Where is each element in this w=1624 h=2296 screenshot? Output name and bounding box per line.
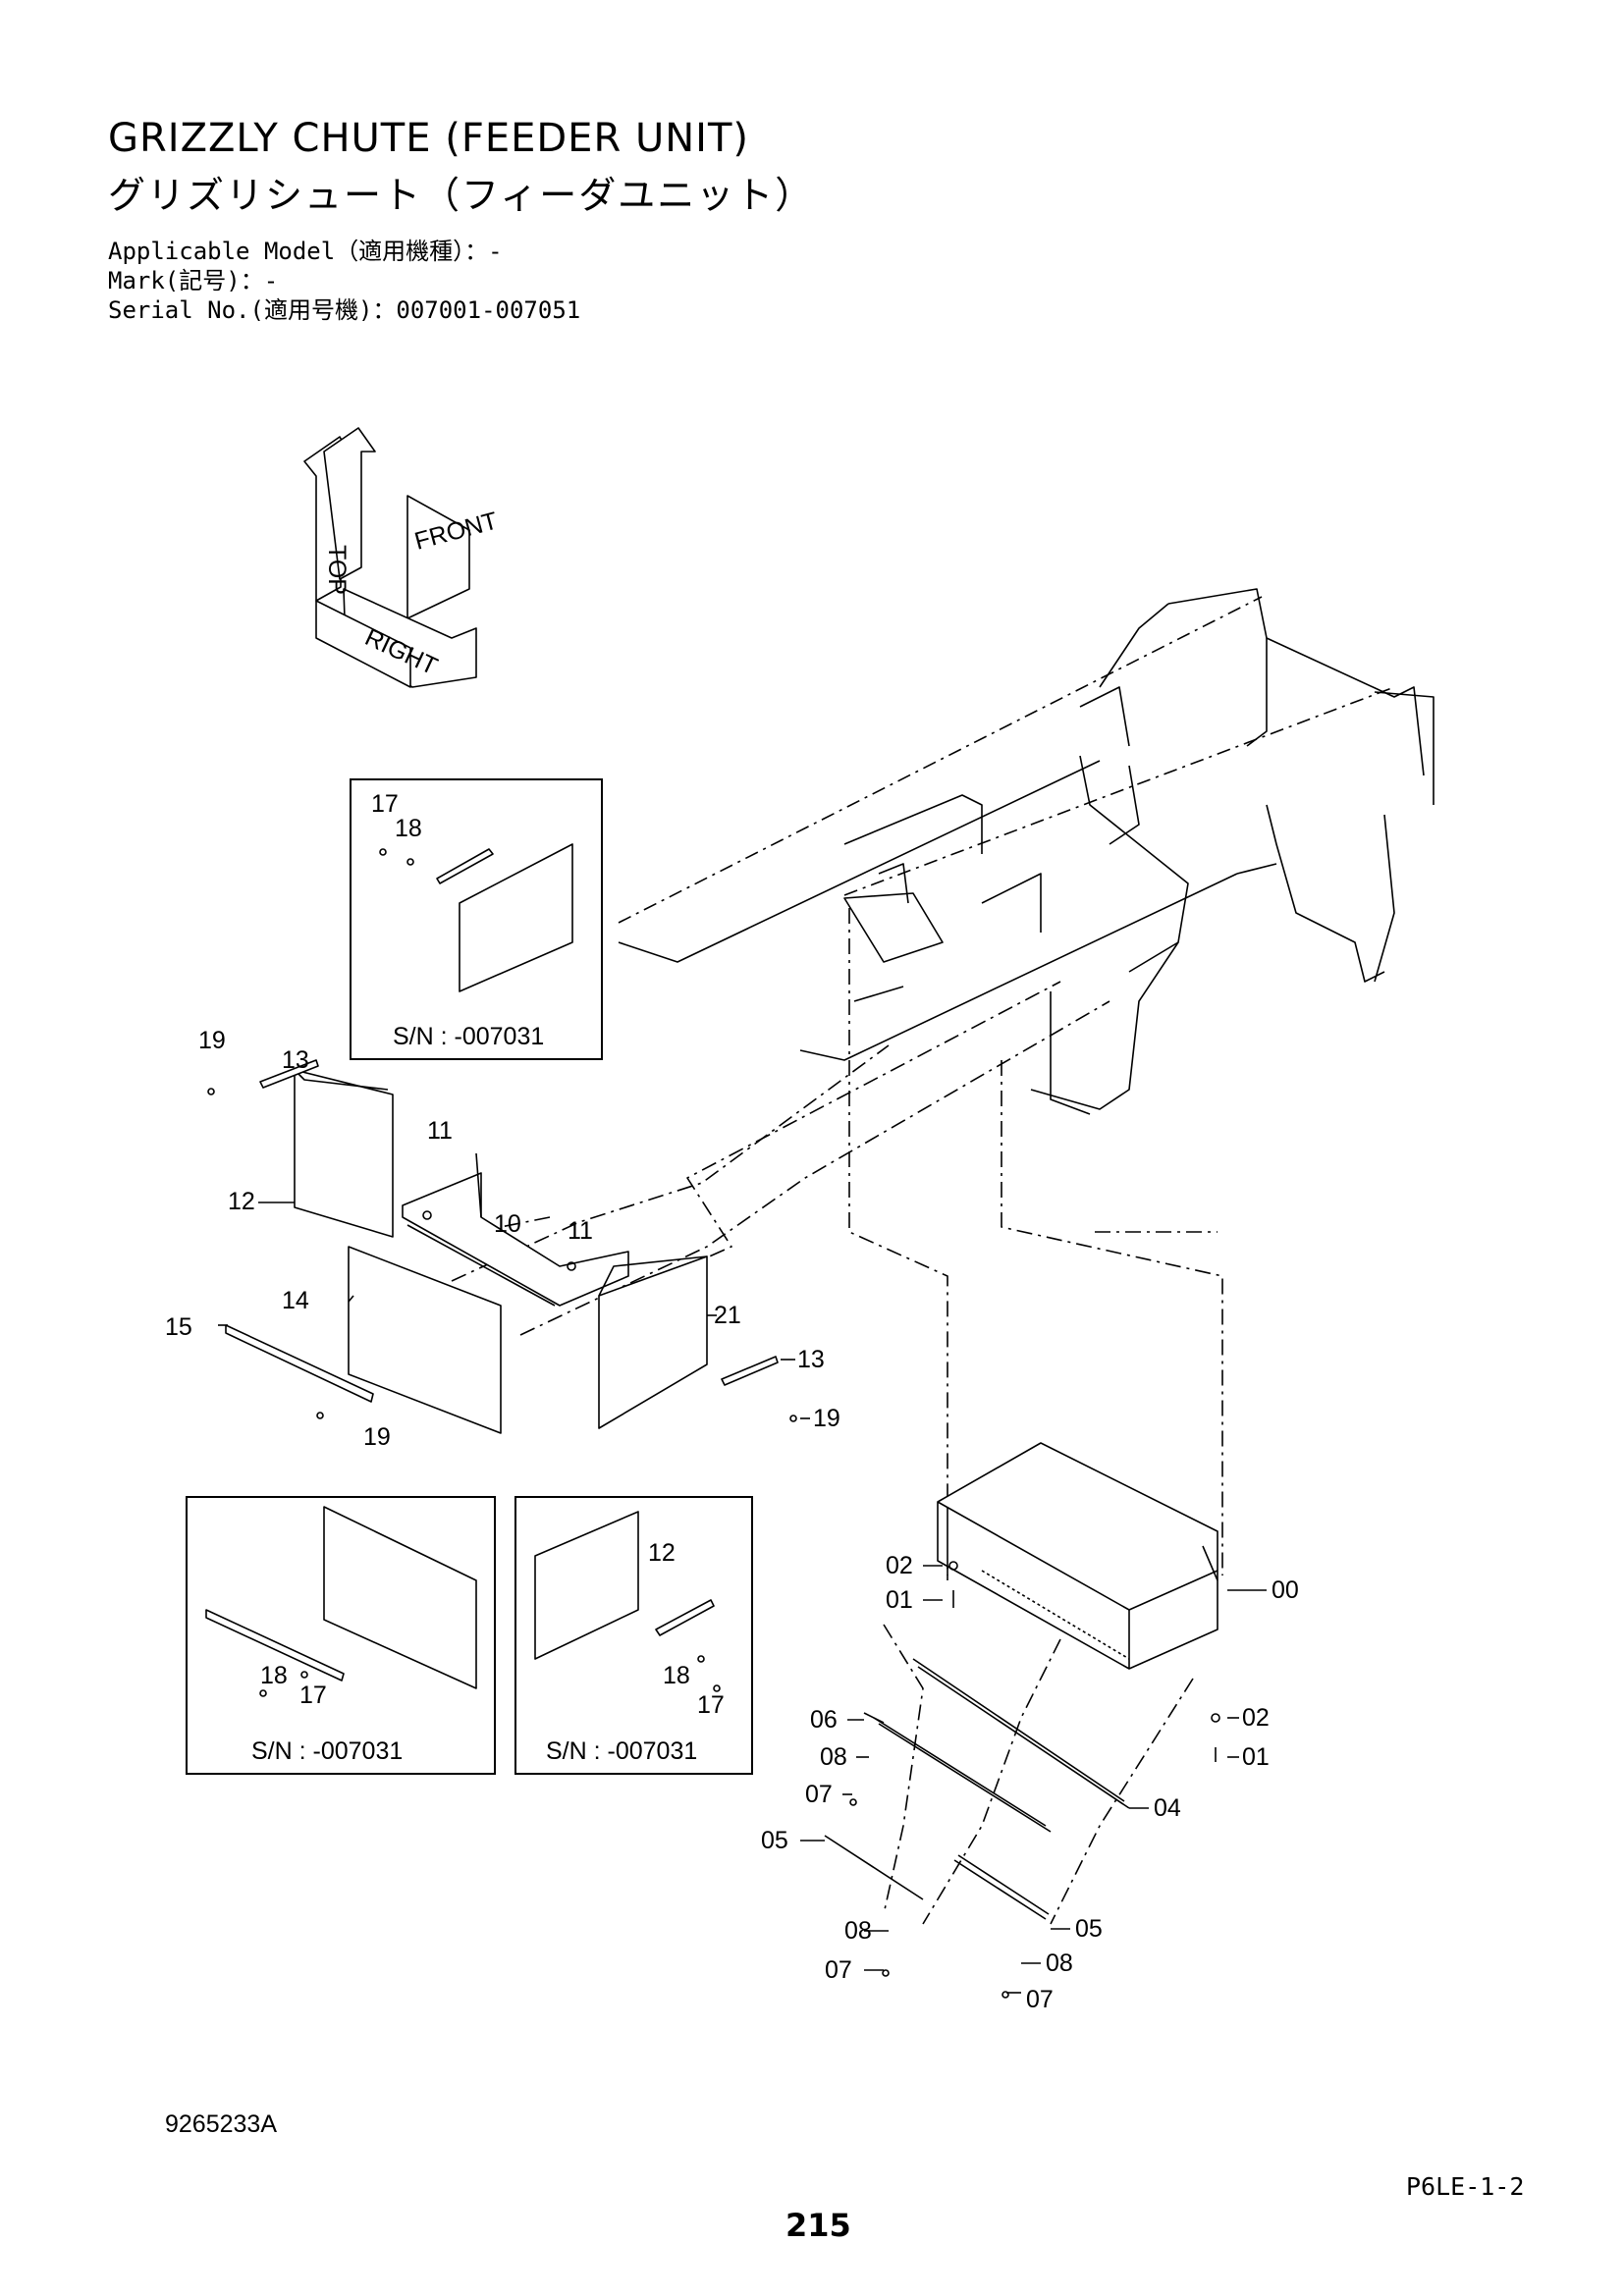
callout-08: 08 (820, 1743, 847, 1771)
callout-04: 04 (1154, 1794, 1181, 1822)
part-12-plate (294, 1069, 394, 1238)
callout-17: 17 (299, 1682, 327, 1709)
inset-lower-right-parts (534, 1511, 721, 1692)
inset-lower-left-parts (205, 1506, 477, 1697)
page-title-japanese: グリズリシュート（フィーダユニット） (108, 174, 815, 217)
part-13-strip (259, 1059, 319, 1089)
page-number: 215 (785, 2207, 851, 2244)
part-15-strip (225, 1324, 374, 1403)
callout-01: 01 (886, 1586, 913, 1614)
callout-18: 18 (395, 815, 422, 842)
callout-18: 18 (260, 1662, 288, 1689)
callout-05: 05 (1075, 1915, 1103, 1943)
callout-13: 13 (797, 1346, 825, 1373)
callout-leaders (218, 1201, 1267, 1994)
page-title: GRIZZLY CHUTE (FEEDER UNIT) (108, 116, 749, 161)
callout-12: 12 (648, 1539, 676, 1567)
callout-07: 07 (805, 1781, 833, 1808)
applicable-model: Applicable Model（適用機種）：- (108, 238, 503, 265)
inset-lower-left (186, 1496, 496, 1775)
part-00-tray (937, 1442, 1218, 1670)
part-10-bracket (402, 1152, 629, 1307)
mark: Mark(記号)：- (108, 267, 279, 294)
part-13-strip-right (721, 1356, 779, 1386)
inset-lower-right-serial-label: S/N : -007031 (546, 1737, 698, 1765)
callout-19: 19 (813, 1405, 840, 1432)
callout-11: 11 (568, 1217, 593, 1245)
callout-06: 06 (810, 1706, 838, 1734)
callout-14: 14 (282, 1287, 309, 1314)
callout-02: 02 (886, 1552, 913, 1579)
page-code: P6LE-1-2 (1406, 2172, 1525, 2201)
part-21-plate (598, 1255, 708, 1429)
orientation-top-label: TOP (323, 545, 351, 595)
callout-01: 01 (1242, 1743, 1270, 1771)
callout-17: 17 (697, 1691, 725, 1719)
callout-17: 17 (371, 790, 399, 818)
callout-15: 15 (165, 1313, 192, 1341)
callout-18: 18 (663, 1662, 690, 1689)
main-frame (618, 588, 1435, 1115)
inset-upper-serial-label: S/N : -007031 (393, 1023, 545, 1050)
callout-00: 00 (1272, 1576, 1299, 1604)
callout-11: 11 (427, 1117, 453, 1145)
inset-upper-parts (379, 843, 573, 992)
callout-07: 07 (1026, 1986, 1054, 2013)
inset-upper (350, 778, 603, 1060)
callout-08: 08 (1046, 1949, 1073, 1977)
callout-08: 08 (844, 1917, 872, 1945)
bolts (207, 1088, 1220, 1999)
callout-19: 19 (363, 1423, 391, 1451)
part-14-plate (348, 1246, 502, 1434)
callout-13: 13 (282, 1046, 309, 1074)
inset-lower-right (514, 1496, 753, 1775)
callout-19: 19 (198, 1027, 226, 1054)
callout-10: 10 (494, 1210, 521, 1238)
orientation-arrows-icon (303, 427, 477, 688)
callout-02: 02 (1242, 1704, 1270, 1732)
drawing-number: 9265233A (165, 2110, 278, 2138)
callout-21: 21 (714, 1302, 741, 1329)
grate-bars (824, 1658, 1130, 1920)
inset-lower-left-serial-label: S/N : -007031 (251, 1737, 404, 1765)
callout-05: 05 (761, 1827, 788, 1854)
callout-12: 12 (228, 1188, 255, 1215)
serial-number-range: Serial No.(適用号機)：007001-007051 (108, 296, 581, 324)
callout-07: 07 (825, 1956, 852, 1984)
